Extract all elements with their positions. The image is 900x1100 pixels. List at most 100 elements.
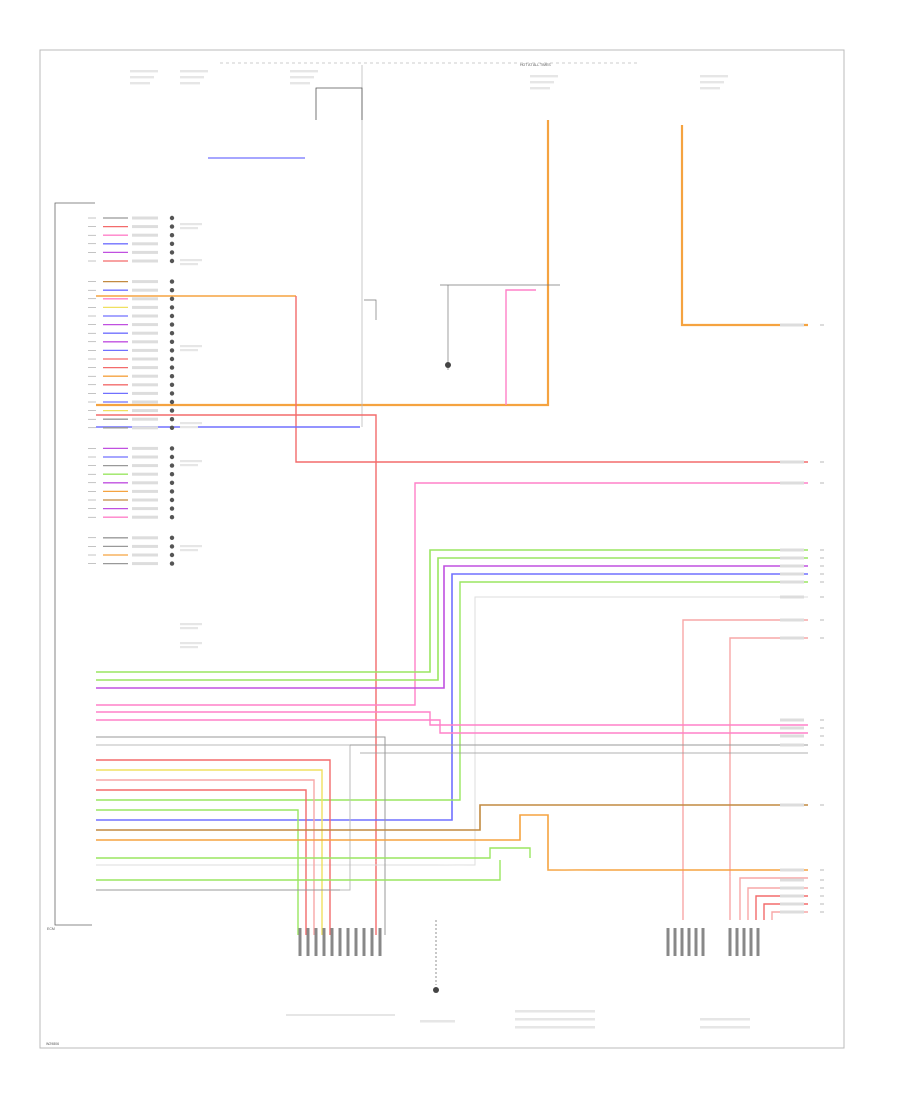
wire-color-label — [132, 383, 158, 387]
injector-caption — [700, 1018, 750, 1021]
connector-terminal — [169, 446, 175, 451]
connector-terminal — [169, 365, 175, 370]
ecm-pink-right — [96, 482, 808, 706]
ecm-red-down-to-sensor — [96, 414, 377, 935]
connector-terminal — [169, 313, 175, 319]
ecm-green-to-sensor — [96, 847, 531, 859]
wire-color-label — [132, 553, 158, 557]
right-edge-wire-label — [780, 548, 804, 552]
wire-color-label — [132, 472, 158, 476]
ecm-to-cmp-green — [96, 809, 299, 935]
top-banner: HOT AT ALL TIMES — [520, 63, 551, 67]
cmp-connector-pin — [314, 928, 318, 956]
component-caption — [290, 76, 314, 79]
spacer — [95, 849, 809, 881]
component-caption — [180, 82, 200, 85]
connector-terminal — [169, 348, 175, 353]
connector-terminal — [169, 480, 175, 485]
ecm-gray-right — [96, 596, 808, 866]
connector-terminal — [169, 506, 175, 511]
ecm-green-right-3 — [96, 581, 808, 801]
connector-terminal — [169, 497, 175, 503]
wire-color-label — [132, 498, 158, 502]
wire-color-label — [132, 288, 158, 292]
ecm-orange-right — [96, 814, 808, 871]
connector-terminal — [169, 489, 175, 494]
wire-color-label — [132, 426, 158, 430]
wire-color-label — [132, 323, 158, 327]
injector-connector-pin — [749, 928, 753, 956]
injector-connector-pin — [728, 928, 732, 956]
connector-terminal — [169, 356, 175, 362]
wire-color-label — [132, 250, 158, 254]
injector-connector-pin — [687, 928, 691, 956]
right-edge-wire-label — [780, 323, 804, 327]
ecm-gray-loop — [96, 744, 351, 891]
ecm-label: ECM — [47, 927, 55, 931]
ecm-to-cmp-yellow — [96, 769, 323, 935]
right-edge-wire-label — [780, 580, 804, 584]
connector-terminal — [169, 391, 175, 396]
diagram-frame — [39, 49, 845, 1049]
wire-color-label — [132, 242, 158, 246]
injector-connector-pin — [680, 928, 684, 956]
relay-control-wire — [505, 289, 536, 405]
right-edge-wire-label — [780, 618, 804, 622]
sensor-group-label — [180, 227, 198, 230]
wire-color-label — [132, 225, 158, 229]
cmp-connector-pin — [378, 928, 382, 956]
connector-terminal — [169, 399, 175, 405]
wire-color-label — [132, 481, 158, 485]
ground-point-2 — [445, 362, 451, 368]
right-edge-wire-label — [780, 734, 804, 738]
wire-color-label — [132, 536, 158, 540]
right-edge-wire-label — [780, 636, 804, 640]
wire-color-label — [132, 409, 158, 413]
sensor-caption — [515, 1010, 595, 1013]
ground-caption — [420, 1020, 455, 1023]
injector-connector-pin — [694, 928, 698, 956]
connector-terminal — [169, 463, 175, 468]
ecm-blue-right — [96, 573, 808, 821]
sensor-group-label — [180, 349, 198, 352]
right-edge-wire-label — [780, 718, 804, 722]
injector-caption — [700, 1026, 750, 1029]
injector-feed-3 — [739, 877, 808, 920]
connector-terminal — [169, 552, 175, 558]
connector-terminal — [169, 339, 175, 344]
ecm-to-cmp-salmon — [96, 779, 315, 935]
wire-color-label — [132, 331, 158, 335]
cmp-connector-pin — [306, 928, 310, 956]
component-caption — [180, 70, 208, 73]
injector-connector-pin — [673, 928, 677, 956]
component-caption — [130, 70, 158, 73]
connector-terminal — [169, 535, 175, 540]
sensor-caption — [515, 1018, 595, 1021]
ecm-to-cmp-red — [96, 759, 331, 935]
ecm-brown-right — [96, 804, 808, 831]
wire-color-label — [132, 464, 158, 468]
sensor-group-label — [180, 545, 202, 548]
connector-terminal — [169, 305, 175, 310]
connector-terminal — [169, 322, 175, 327]
fuse-loop — [315, 87, 363, 120]
ecm-pink-2 — [96, 711, 808, 726]
right-edge-wire-label — [780, 894, 804, 898]
right-edge-wire-label — [780, 910, 804, 914]
wire-color-label — [132, 489, 158, 493]
injector-feed-1 — [682, 619, 808, 920]
connector-terminal — [169, 374, 175, 379]
ground-point — [433, 987, 439, 993]
wire-color-label — [132, 233, 158, 237]
sensor-group-label — [180, 345, 202, 348]
relay-switch — [364, 299, 377, 320]
sensor-group-label — [180, 259, 202, 262]
sensor-group-label — [180, 426, 198, 429]
connector-terminal — [169, 241, 175, 246]
sensor-group-label — [180, 464, 198, 467]
right-edge-wire-label — [780, 743, 804, 747]
component-caption — [290, 82, 310, 85]
right-edge-wire-label — [780, 868, 804, 872]
right-edge-wire-label — [780, 572, 804, 576]
cmp-connector-pin — [330, 928, 334, 956]
